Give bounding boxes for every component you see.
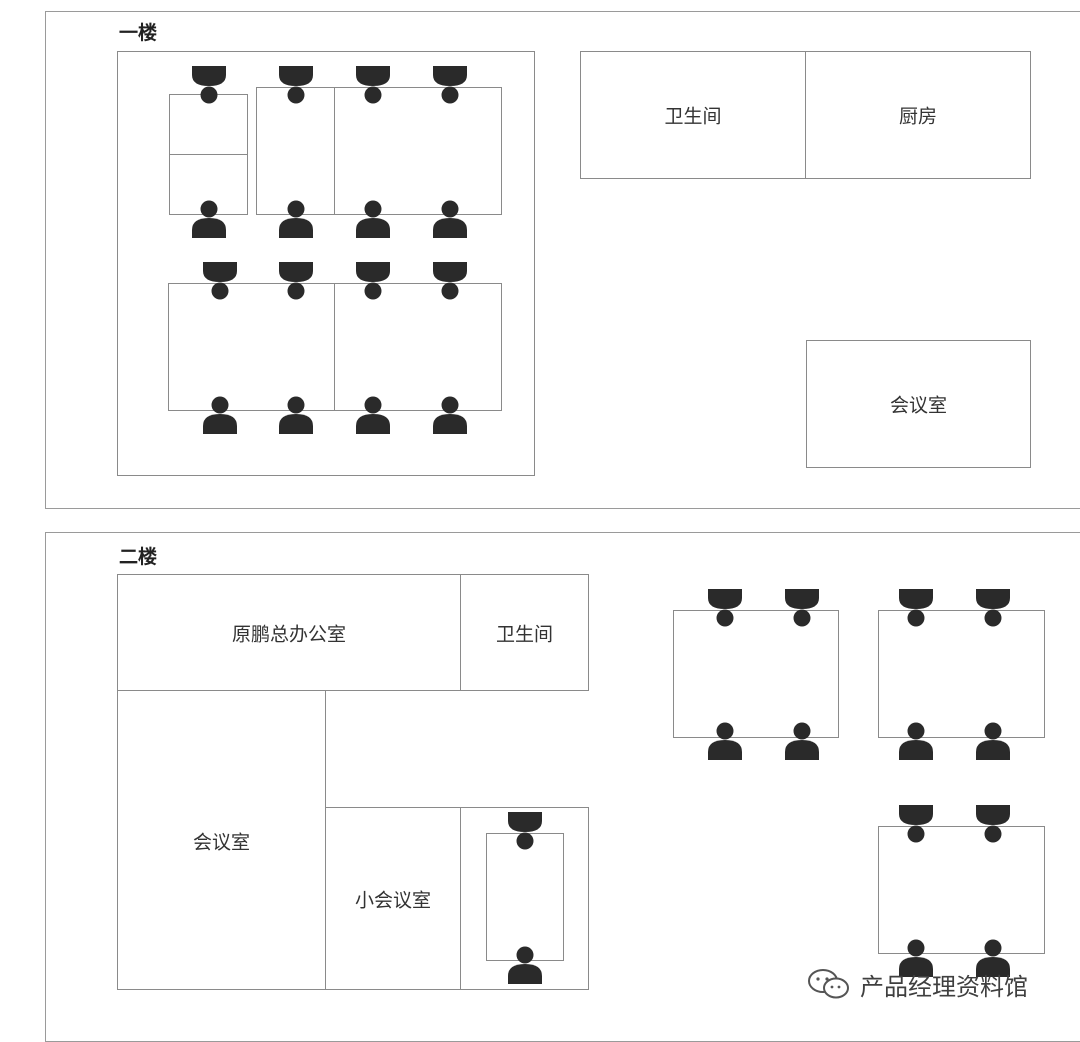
person-icon [432,262,468,300]
floor-1-meeting-room: 会议室 [806,340,1031,468]
desk [334,87,502,215]
floor-1-restroom: 卫生间 [580,51,806,179]
person-icon [507,946,543,984]
person-icon [432,396,468,434]
room-label: 小会议室 [354,889,431,911]
wechat-icon [808,969,849,999]
person-icon [202,396,238,434]
floor-1-label: 一楼 [119,22,158,44]
person-icon [278,200,314,238]
person-icon [898,722,934,760]
desk [486,833,564,961]
desk [168,283,335,411]
person-icon [355,66,391,104]
room-label: 会议室 [889,394,947,417]
floor-2-meeting-room: 会议室 [117,690,326,990]
room-label: 厨房 [898,105,937,128]
room-label: 原鹏总办公室 [231,623,346,645]
floor-2-ceo-office: 原鹏总办公室 [117,574,461,691]
floor-2-label: 二楼 [119,546,158,568]
person-icon [191,66,227,104]
person-icon [355,200,391,238]
watermark-text: 产品经理资料馆 [860,972,1028,1001]
desk [256,87,335,215]
person-icon [355,396,391,434]
person-icon [191,200,227,238]
person-icon [784,589,820,627]
person-icon [202,262,238,300]
desk [878,826,1045,954]
person-icon [784,722,820,760]
person-icon [278,396,314,434]
room-label: 会议室 [192,831,250,854]
desk [878,610,1045,738]
desk-divider [169,154,248,155]
person-icon [707,722,743,760]
person-icon [898,805,934,843]
desk [334,283,502,411]
person-icon [507,812,543,850]
floor-2-restroom: 卫生间 [460,574,589,691]
desk [673,610,839,738]
floor-1-kitchen: 厨房 [805,51,1031,179]
person-icon [975,589,1011,627]
person-icon [707,589,743,627]
person-icon [278,262,314,300]
watermark: 产品经理资料馆 [806,968,1028,1001]
room-label: 卫生间 [664,105,722,128]
floor-2-small-meeting-room: 小会议室 [325,807,461,990]
person-icon [898,589,934,627]
person-icon [975,722,1011,760]
person-icon [432,66,468,104]
person-icon [975,805,1011,843]
person-icon [355,262,391,300]
room-label: 卫生间 [495,623,553,645]
person-icon [432,200,468,238]
person-icon [278,66,314,104]
